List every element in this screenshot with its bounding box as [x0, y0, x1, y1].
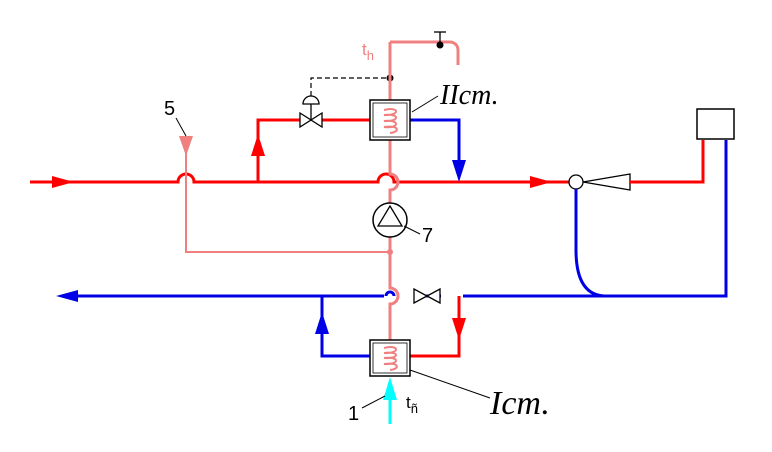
control-impulse-line: [310, 77, 390, 96]
elevator-jet-pump: [568, 140, 705, 298]
stage1-leader: [409, 369, 491, 399]
stage1-return-branch: [315, 296, 370, 358]
cold-water-inlet: [383, 377, 397, 424]
return-gate-valve: [413, 287, 441, 305]
supply-flow-arrow: [530, 176, 552, 188]
stage1-heater: [369, 339, 411, 377]
recirculation-arrow: [179, 136, 193, 156]
inlet-leader: [361, 395, 386, 409]
recirc-leader: [175, 117, 187, 137]
draw-off-tap: [434, 31, 446, 49]
stage2-return-branch: [410, 118, 466, 182]
label-7: 7: [422, 225, 433, 247]
dhw-line: [388, 40, 460, 340]
stage2-label: IIст.: [439, 80, 499, 111]
supply-main-line: [30, 172, 569, 188]
stage2-leader: [411, 95, 439, 113]
label-5: 5: [164, 98, 175, 120]
recirculation-line: [179, 136, 393, 255]
return-outlet-arrow: [56, 290, 78, 302]
stage1-supply-branch: [410, 296, 466, 358]
supply-inlet-arrow: [52, 176, 74, 188]
circulation-pump: [372, 202, 408, 238]
stage2-supply-branch: [251, 118, 370, 182]
heating-system-box: [696, 108, 735, 140]
stage1-up-arrow: [315, 312, 329, 334]
branch-up-arrow: [251, 134, 265, 156]
control-valve: [299, 95, 323, 129]
t-cold-label: tñ: [406, 393, 418, 416]
stage2-return-arrow: [452, 160, 466, 182]
stage2-heater: [369, 99, 411, 141]
stage1-label: Iст.: [489, 385, 550, 422]
pump-leader: [403, 225, 421, 235]
label-1: 1: [348, 403, 359, 425]
stage1-down-arrow: [452, 318, 466, 340]
t-hot-label: th: [362, 40, 374, 63]
